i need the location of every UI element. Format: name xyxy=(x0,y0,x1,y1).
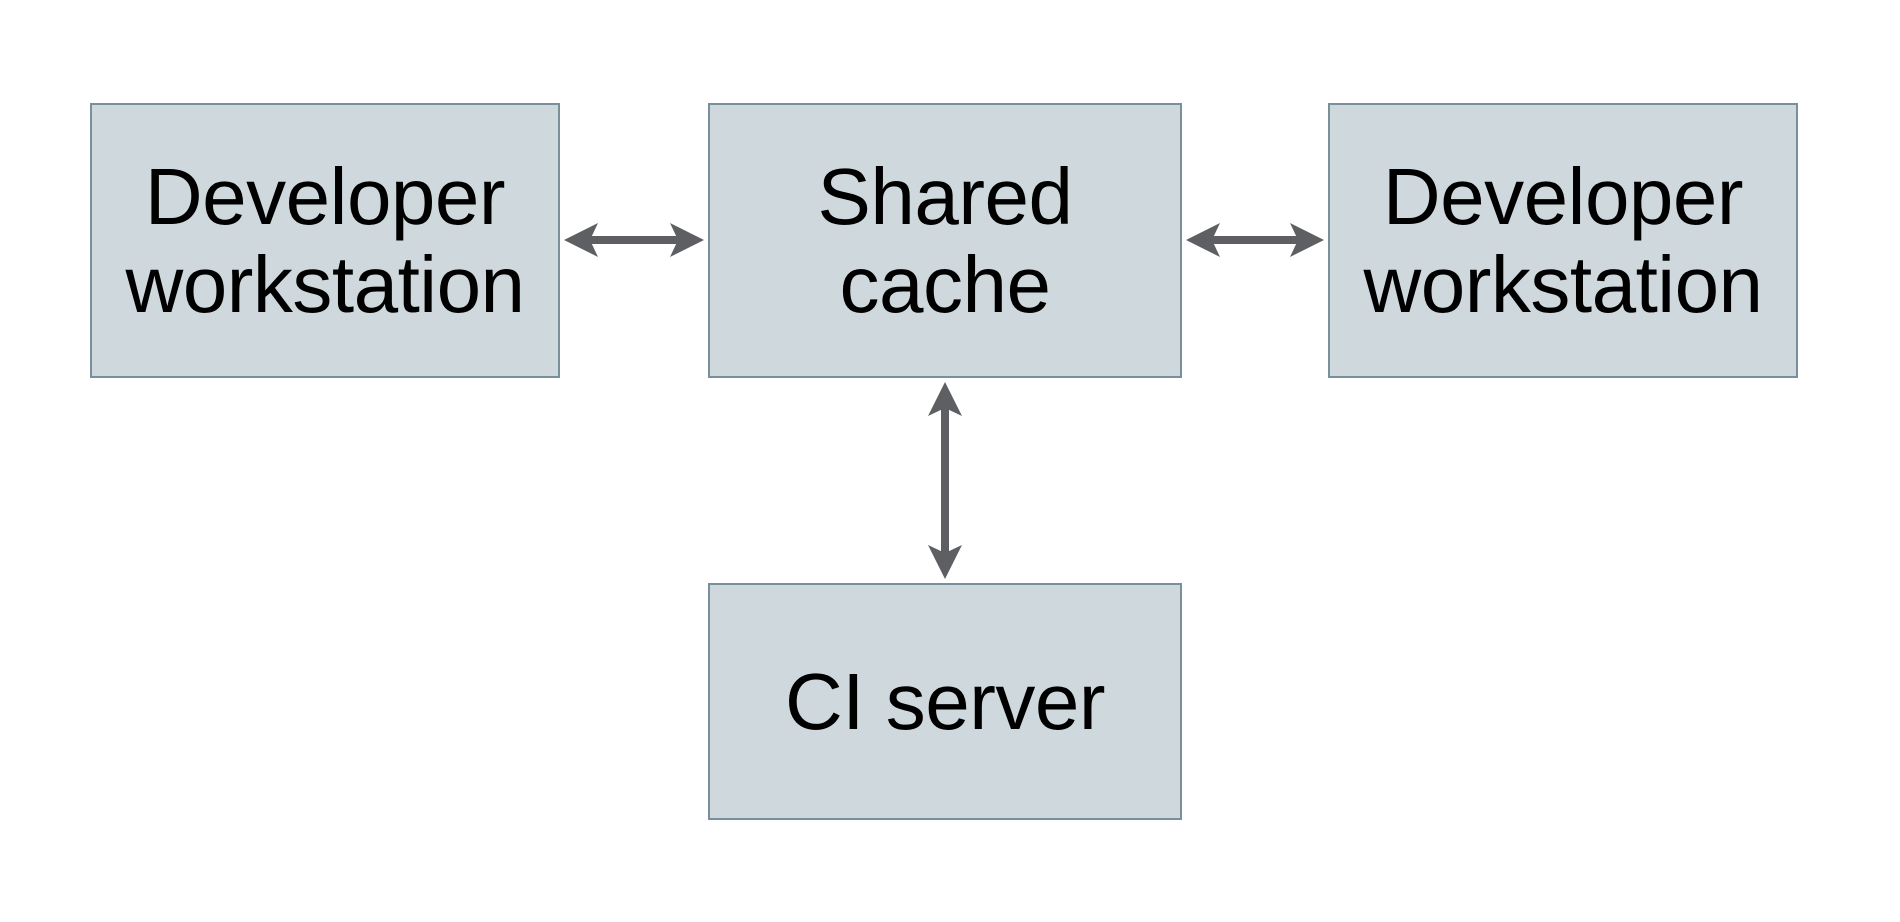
node-shared-cache: Shared cache xyxy=(708,103,1182,378)
node-label-shared-cache: Shared cache xyxy=(817,151,1073,329)
bidirectional-arrow-left-icon xyxy=(564,223,704,257)
node-ci-server: CI server xyxy=(708,583,1182,820)
node-developer-workstation-left: Developer workstation xyxy=(90,103,560,378)
bidirectional-arrow-vertical-icon xyxy=(928,382,962,579)
node-developer-workstation-right: Developer workstation xyxy=(1328,103,1798,378)
node-label-developer-workstation-right: Developer workstation xyxy=(1363,151,1763,329)
bidirectional-arrow-right-icon xyxy=(1186,223,1324,257)
node-label-developer-workstation-left: Developer workstation xyxy=(125,151,525,329)
node-label-ci-server: CI server xyxy=(785,656,1106,746)
